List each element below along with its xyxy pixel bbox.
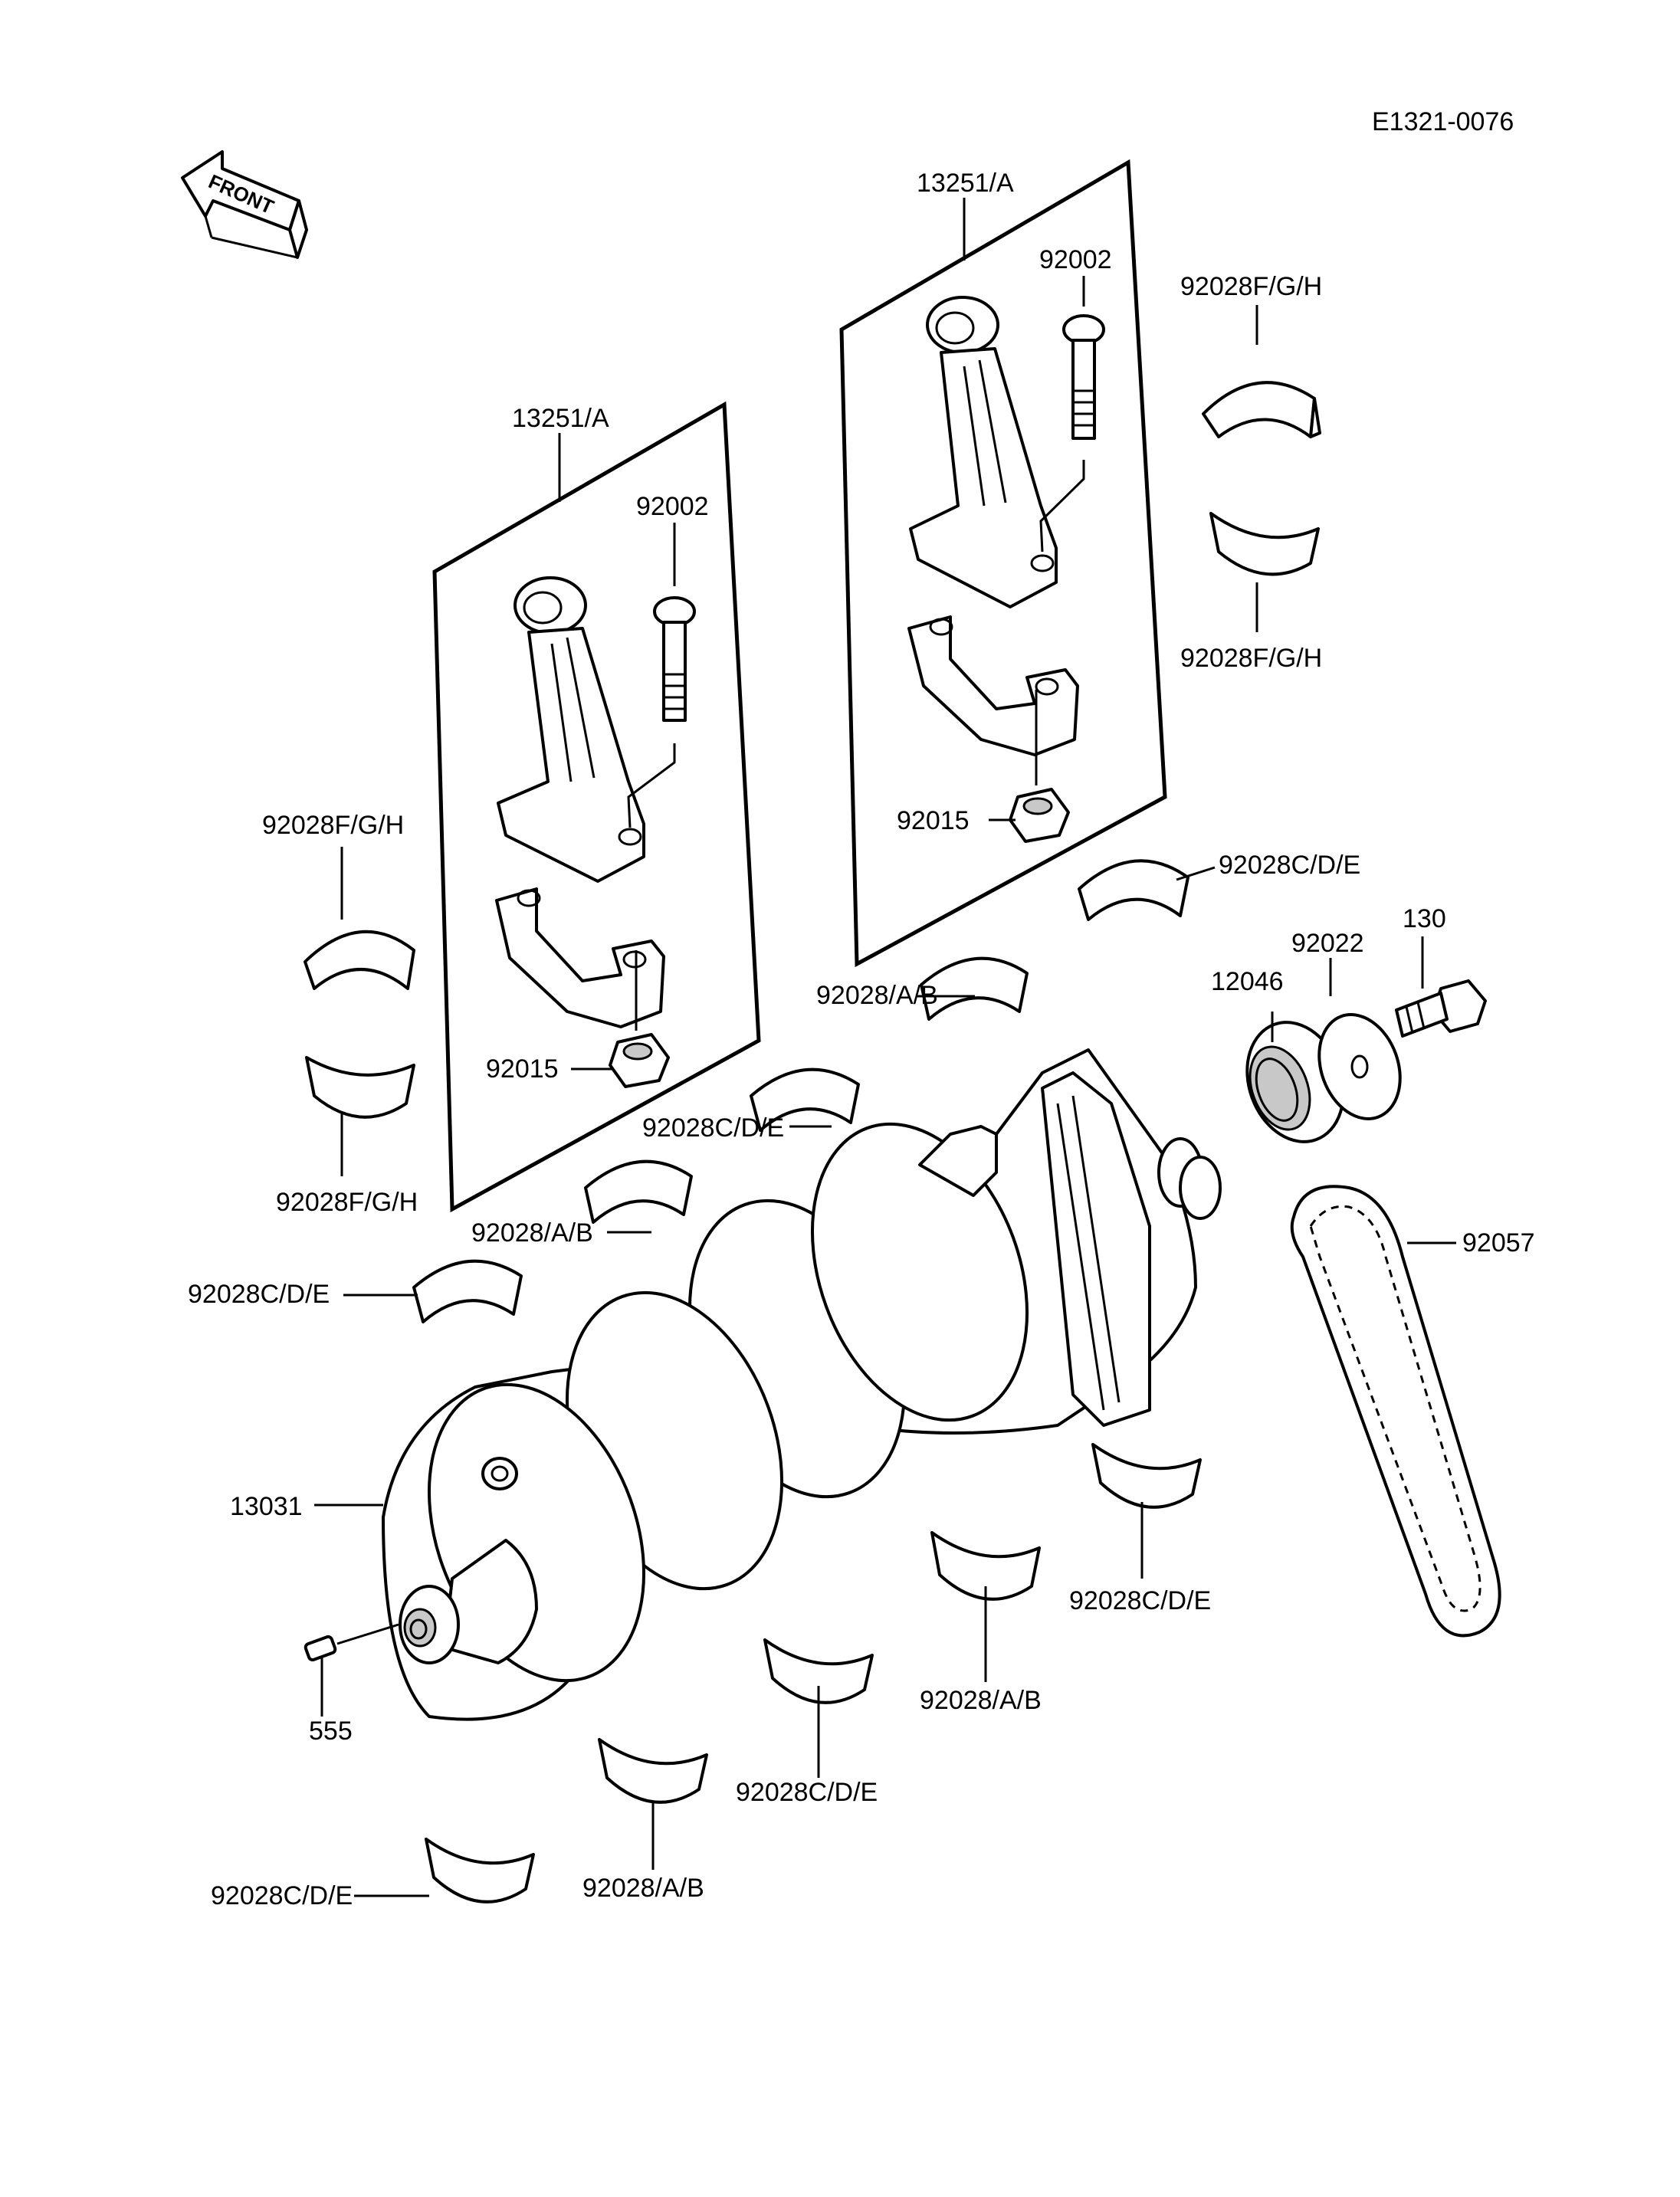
chain-92057 — [1290, 1185, 1501, 1638]
bearing-shell-cde-6 — [425, 1838, 535, 1904]
callout-washer: 92022 — [1291, 929, 1364, 958]
callout-bearing-fgh-3: 92028F/G/H — [262, 811, 404, 840]
bearing-shell-cde-1 — [1078, 859, 1189, 921]
callout-conrod-assembly-left: 13251/A — [512, 404, 609, 433]
bearing-shell-ab-1 — [920, 956, 1029, 1021]
bearing-shell-fgh-2 — [1209, 512, 1320, 576]
callout-bearing-cde-2: 92028C/D/E — [642, 1113, 784, 1143]
callout-bearing-ab-2: 92028/A/B — [471, 1218, 593, 1248]
callout-bearing-ab-3: 92028/A/B — [920, 1686, 1042, 1715]
callout-bearing-ab-1: 92028/A/B — [816, 981, 938, 1010]
crankshaft-right-journal — [1157, 1137, 1222, 1220]
crankshaft-end-shaft — [399, 1539, 538, 1664]
conrod-assembly-box-right — [839, 159, 1167, 968]
bearing-shell-fgh-4 — [305, 1056, 415, 1119]
callout-chain: 92057 — [1462, 1228, 1535, 1258]
conrod-bolt-right — [1039, 314, 1105, 553]
diagram-code: E1321-0076 — [1372, 107, 1514, 136]
callout-bolt-130: 130 — [1403, 904, 1446, 933]
conrod-assembly-box-left — [432, 401, 761, 1213]
callout-bearing-fgh-4: 92028F/G/H — [276, 1188, 418, 1217]
crankshaft — [382, 1048, 1197, 1721]
callout-bolt-right: 92002 — [1039, 245, 1112, 274]
bearing-shell-cde-5 — [763, 1638, 874, 1704]
callout-nut-left: 92015 — [486, 1054, 559, 1084]
conrod-bolt-left — [627, 596, 696, 828]
callout-nut-right: 92015 — [897, 806, 970, 835]
pin-555 — [304, 1623, 399, 1662]
bearing-shell-cde-3 — [412, 1259, 523, 1323]
callout-bearing-cde-4: 92028C/D/E — [1069, 1586, 1211, 1615]
callout-crankshaft: 13031 — [230, 1492, 303, 1521]
callout-bearing-cde-1: 92028C/D/E — [1219, 851, 1360, 880]
callout-bearing-fgh-1: 92028F/G/H — [1180, 272, 1322, 301]
bolt-130 — [1395, 979, 1487, 1038]
bearing-shell-cde-4 — [1091, 1443, 1202, 1509]
leader-lines — [314, 198, 1456, 1897]
bearing-shell-ab-2 — [584, 1159, 693, 1224]
bearing-shell-fgh-3 — [304, 930, 415, 990]
bearing-shell-ab-3 — [930, 1531, 1041, 1601]
washer-92022 — [1317, 1013, 1402, 1120]
callout-bearing-cde-6: 92028C/D/E — [211, 1881, 353, 1910]
connecting-rod-left — [495, 576, 665, 1028]
callout-bearing-ab-4: 92028/A/B — [582, 1874, 704, 1903]
callout-conrod-assembly-right: 13251/A — [917, 169, 1014, 198]
crankshaft-gear — [1041, 1071, 1151, 1427]
connecting-rod-right — [907, 296, 1079, 756]
callout-bearing-cde-3: 92028C/D/E — [188, 1280, 330, 1309]
bearing-shell-ab-4 — [598, 1738, 708, 1804]
callout-pin: 555 — [309, 1717, 353, 1746]
callout-bearing-cde-5: 92028C/D/E — [736, 1778, 878, 1807]
callout-bearing-fgh-2: 92028F/G/H — [1180, 644, 1322, 673]
conrod-nut-left — [609, 950, 670, 1088]
conrod-nut-right — [1009, 690, 1070, 843]
callout-bolt-left: 92002 — [636, 492, 709, 521]
bearing-shell-fgh-1 — [1202, 381, 1321, 438]
callout-sprocket: 12046 — [1211, 967, 1284, 996]
front-arrow-icon: FRONT — [181, 150, 308, 259]
bearing-shell-cde-2 — [750, 1067, 860, 1132]
